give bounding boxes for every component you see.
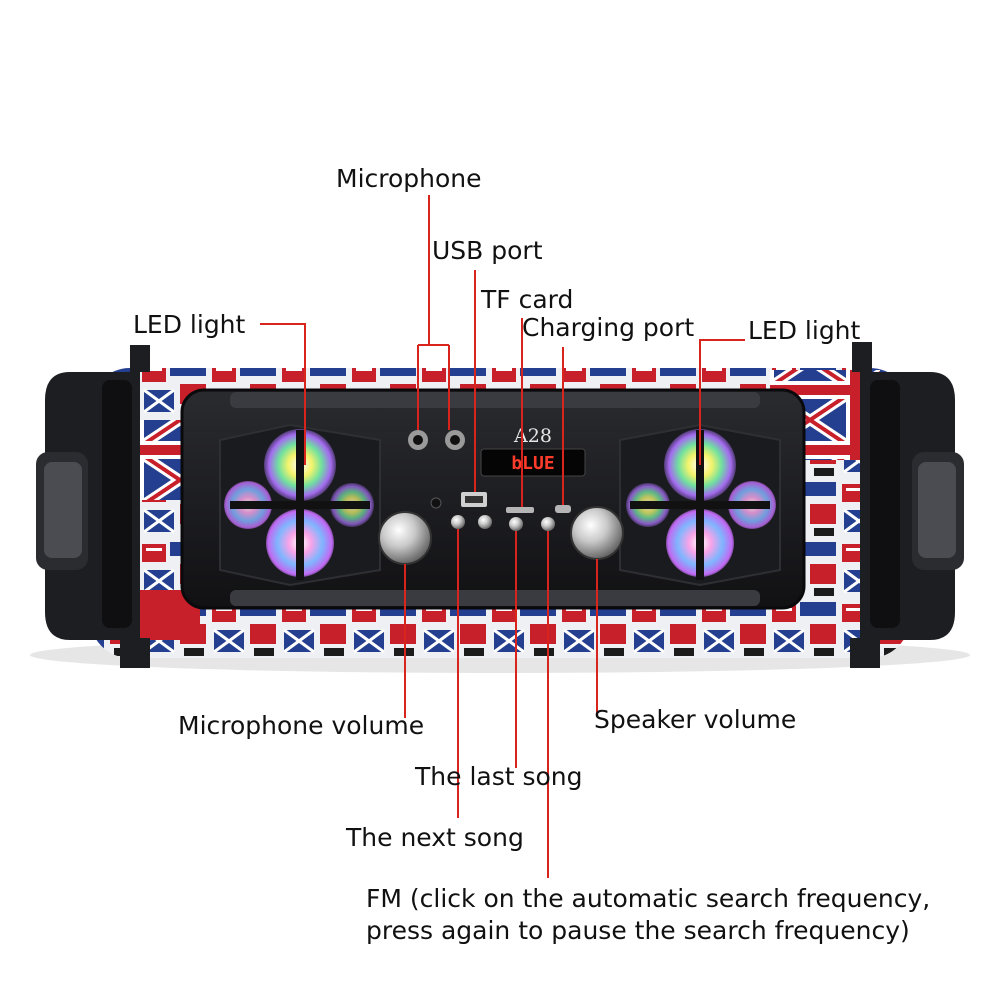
leader-led-right bbox=[699, 339, 745, 465]
label-last-song: The last song bbox=[415, 762, 583, 791]
led-display bbox=[480, 448, 586, 477]
label-microphone-volume: Microphone volume bbox=[178, 711, 425, 740]
model-badge: A28 bbox=[513, 425, 552, 447]
microphone-jacks bbox=[408, 430, 465, 450]
label-led-light-left: LED light bbox=[133, 310, 246, 339]
label-tf-card: TF card bbox=[481, 285, 574, 314]
label-speaker-volume: Speaker volume bbox=[594, 705, 797, 734]
last-song-button[interactable] bbox=[509, 517, 523, 531]
right-end-cap bbox=[850, 342, 964, 668]
label-led-light-right: LED light bbox=[748, 316, 861, 345]
label-charging-port: Charging port bbox=[522, 313, 695, 342]
charging-port bbox=[555, 505, 571, 513]
label-microphone: Microphone bbox=[336, 164, 482, 193]
panel-top-rim bbox=[230, 392, 760, 408]
label-fm: FM (click on the automatic search freque… bbox=[366, 884, 931, 945]
label-usb-port: USB port bbox=[432, 236, 543, 265]
play-button[interactable] bbox=[478, 515, 492, 529]
label-next-song: The next song bbox=[346, 823, 524, 852]
usb-port-slot bbox=[465, 496, 483, 503]
panel-bottom-rim bbox=[230, 590, 760, 606]
led-light-left bbox=[219, 423, 381, 587]
microphone-volume-knob[interactable] bbox=[378, 511, 432, 565]
leader-led-left bbox=[260, 323, 306, 465]
led-light-right bbox=[619, 423, 781, 587]
leader-microphone bbox=[417, 195, 450, 430]
indicator-led bbox=[430, 497, 442, 509]
tf-card-slot bbox=[506, 507, 534, 513]
left-end-cap bbox=[36, 345, 150, 668]
display-readout: bLUE bbox=[511, 453, 554, 474]
speaker-volume-knob[interactable] bbox=[570, 506, 624, 560]
next-song-button[interactable] bbox=[451, 515, 465, 529]
fm-button[interactable] bbox=[541, 517, 555, 531]
